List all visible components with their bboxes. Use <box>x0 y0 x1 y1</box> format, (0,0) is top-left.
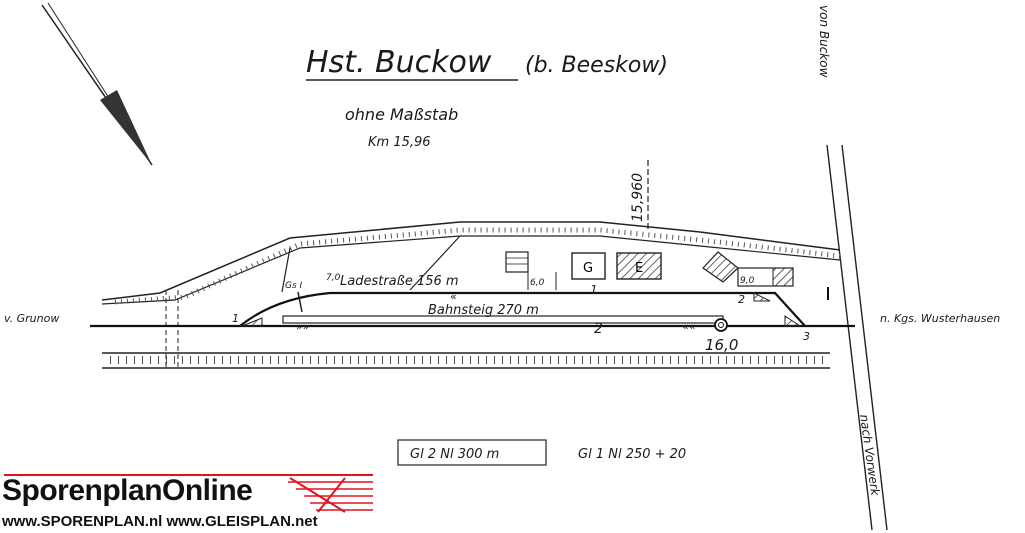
lower-embankment <box>102 290 830 370</box>
station-building-e <box>616 252 662 280</box>
km-marker: 15,960 <box>630 173 646 222</box>
station-title: Hst. Buckow <box>306 45 492 80</box>
gl2-length: Gl 2 Nl 300 m <box>410 447 499 462</box>
track-2-number: 2 <box>594 321 603 337</box>
switch-1-number: 1 <box>232 312 239 325</box>
logo-urls: www.SPORENPLAN.nl www.GLEISPLAN.net <box>2 513 318 530</box>
sporenplan-logo-icon <box>4 474 373 513</box>
gl2-length-box <box>397 439 547 466</box>
platform-label: Bahnsteig 270 m <box>428 303 539 318</box>
signal-distance: 16,0 <box>705 336 738 354</box>
north-arrow-icon <box>41 2 153 166</box>
upper-embankment <box>101 221 841 305</box>
scale-note: ohne Maßstab <box>345 105 458 124</box>
switch-3-icon <box>784 315 802 327</box>
ramp-structure <box>702 251 794 287</box>
gs1-marker <box>297 291 303 313</box>
switch-1-icon <box>241 317 263 327</box>
crossing-road <box>826 144 888 531</box>
label-from-buckow: von Buckow <box>817 5 831 78</box>
dim-9: 9,0 <box>740 276 755 286</box>
switch-2-number: 2 <box>738 293 745 306</box>
label-v-grunow: v. Grunow <box>4 312 59 325</box>
switch-3-number: 3 <box>803 330 810 343</box>
direction-arrow-icon: «« <box>682 320 695 333</box>
building-g-label: G <box>583 261 593 276</box>
dim-6: 6,0 <box>530 278 545 288</box>
gl1-length: Gl 1 Nl 250 + 20 <box>578 447 686 462</box>
station-subtitle: (b. Beeskow) <box>525 53 668 78</box>
logo-name: SporenplanOnline <box>2 474 253 507</box>
signal-icon <box>714 318 728 332</box>
building-e-label: E <box>635 261 643 276</box>
track-1-siding <box>239 291 806 327</box>
switch-2-icon <box>753 292 771 302</box>
goods-shed-building <box>505 251 606 290</box>
loading-road-label: Ladestraße 156 m <box>340 274 459 289</box>
direction-arrow-icon: »» <box>296 320 309 333</box>
loading-road-width: 7,0 <box>326 273 341 283</box>
label-gs1: Gs I <box>285 281 303 291</box>
label-to-wusterhausen: n. Kgs. Wusterhausen <box>880 312 1000 325</box>
km-note: Km 15,96 <box>368 135 431 150</box>
track-1-number: 1 <box>590 283 598 297</box>
direction-arrow-icon: « <box>450 290 457 303</box>
